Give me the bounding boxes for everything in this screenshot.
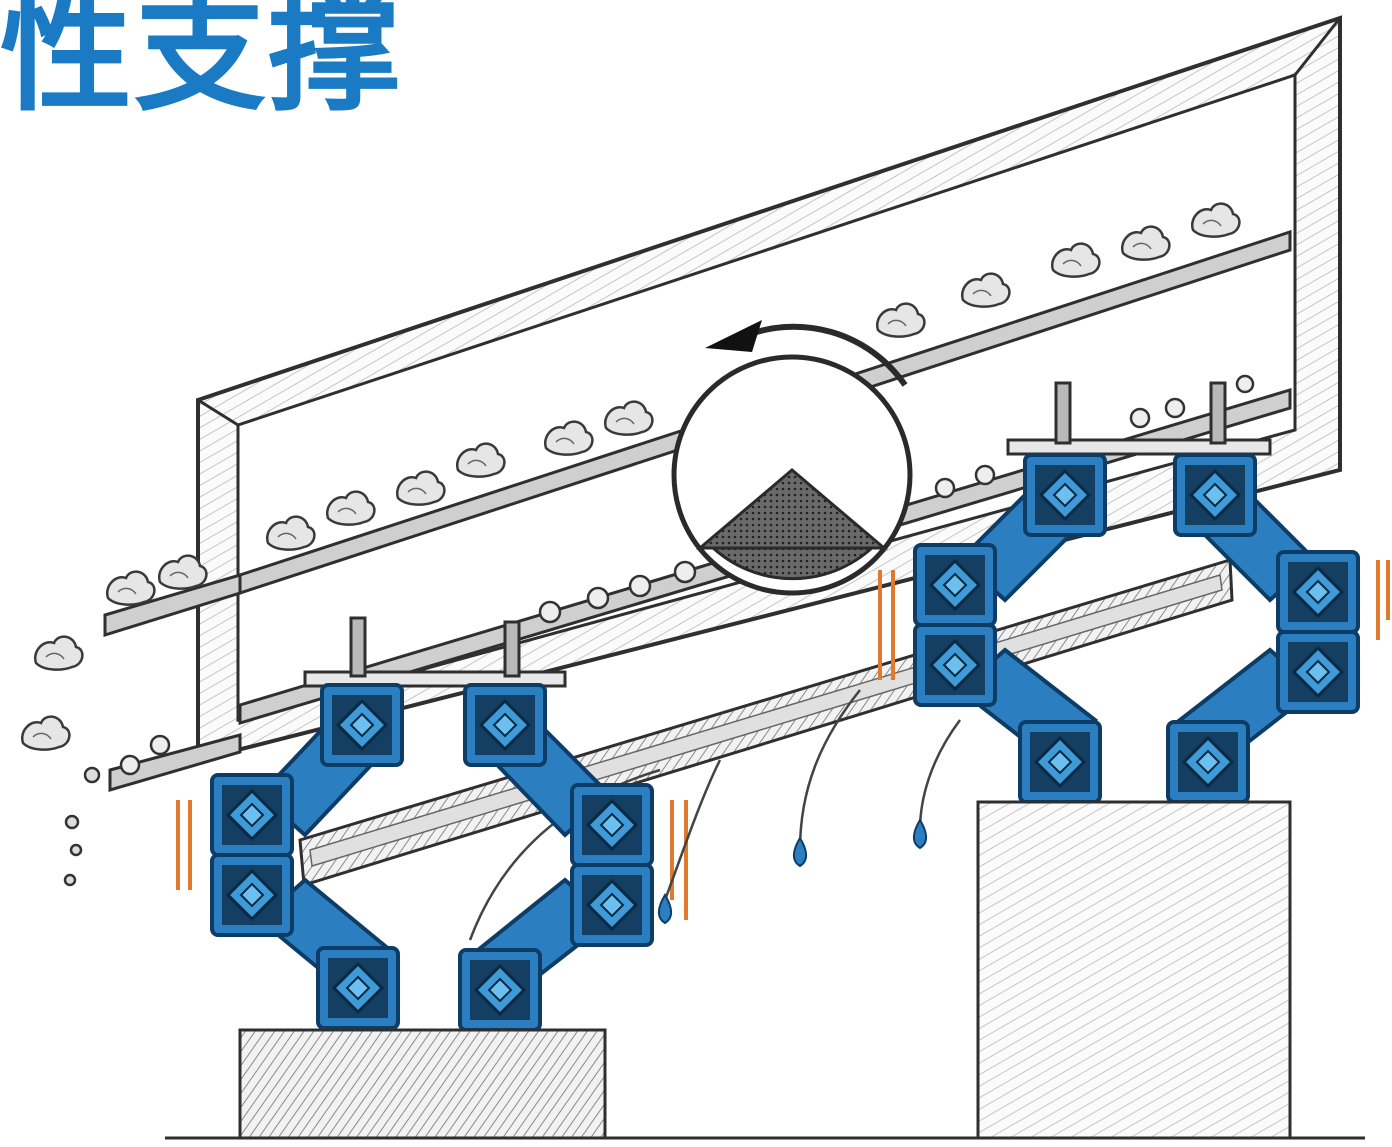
droplets [658,818,927,925]
left-elastic-support [210,616,654,1140]
page-title: 性支撑 [0,0,402,130]
right-elastic-support [913,381,1360,1140]
counterclockwise-arrow-icon [738,323,908,387]
material-lower [119,374,1255,776]
falling-material [20,635,101,887]
exciter-unit [671,320,913,596]
drop-trajectories [468,689,962,941]
